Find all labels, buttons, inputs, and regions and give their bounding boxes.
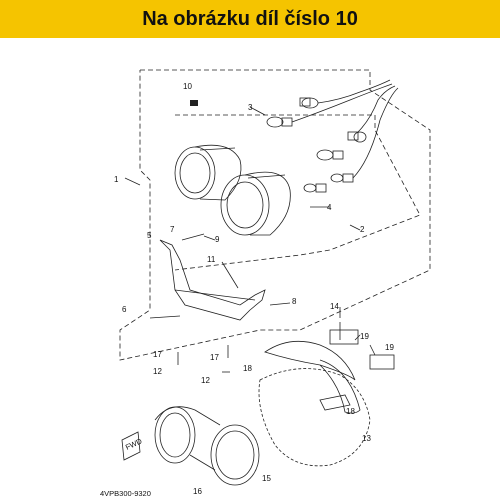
part-19-plate-b	[369, 354, 395, 370]
callout-4: 4	[327, 203, 332, 212]
callout-16: 16	[193, 487, 202, 496]
callout-10: 10	[183, 82, 192, 91]
assembly-outline	[119, 69, 431, 361]
callout-5: 5	[147, 231, 152, 240]
callout-13: 13	[362, 434, 371, 443]
drawing-code: 4VPB300-9320	[100, 489, 151, 498]
callout-17b: 17	[210, 353, 219, 362]
rear-outline	[174, 114, 421, 271]
callout-19a: 19	[360, 332, 369, 341]
callout-18a: 18	[243, 364, 252, 373]
callout-2: 2	[360, 225, 365, 234]
banner-title: Na obrázku díl číslo 10	[142, 7, 358, 30]
part-10-clip	[190, 100, 198, 106]
callout-11: 11	[207, 255, 216, 264]
part-19-plate-a	[329, 329, 359, 345]
callout-1: 1	[114, 175, 119, 184]
callout-12b: 12	[201, 376, 210, 385]
headlight-left	[174, 144, 242, 201]
callout-3: 3	[248, 103, 253, 112]
callout-18b: 18	[346, 407, 355, 416]
callout-9: 9	[215, 235, 220, 244]
callout-7: 7	[170, 225, 175, 234]
callout-15: 15	[262, 474, 271, 483]
callout-17a: 17	[153, 350, 162, 359]
callout-14: 14	[330, 302, 339, 311]
callout-12a: 12	[153, 367, 162, 376]
turn-signal-bulbs	[266, 79, 399, 193]
callout-6: 6	[122, 305, 127, 314]
title-banner: Na obrázku díl číslo 10	[0, 0, 500, 38]
headlight-right	[220, 171, 291, 236]
headlight-rims	[154, 406, 260, 486]
callout-8: 8	[292, 297, 297, 306]
fwd-label: FWD	[124, 436, 144, 452]
headlight-stay	[159, 239, 266, 321]
headlight-cover	[258, 340, 371, 467]
callout-19b: 19	[385, 343, 394, 352]
